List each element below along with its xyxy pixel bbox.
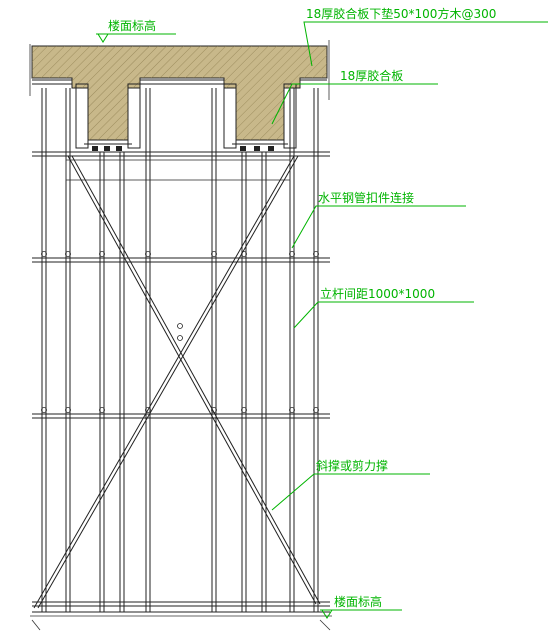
annotation-plywood: 18厚胶合板: [271, 68, 438, 125]
floor-level-bottom-label: 楼面标高: [334, 594, 382, 609]
floor-level-top-label: 楼面标高: [108, 18, 156, 33]
annotation-plywood-with-timber: 18厚胶合板下垫50*100方木@300: [303, 6, 548, 67]
diagonal-braces: [33, 155, 321, 609]
pipe-couplers: [41, 251, 319, 413]
plywood-label: 18厚胶合板: [340, 68, 403, 83]
pole-spacing-label: 立杆间距1000*1000: [320, 286, 435, 301]
plywood-with-timber-label: 18厚胶合板下垫50*100方木@300: [306, 6, 496, 21]
annotation-horizontal-steel-pipe: 水平钢管扣件连接: [291, 190, 466, 249]
annotation-pole-spacing: 立杆间距1000*1000: [293, 286, 474, 329]
diagonal-brace-label: 斜撑或剪力撑: [316, 458, 388, 473]
vertical-poles: [41, 88, 319, 612]
concrete-slab-and-beams: [29, 40, 330, 141]
annotation-floor-level-bottom: 楼面标高: [320, 594, 402, 619]
annotation-floor-level-top: 楼面标高: [96, 18, 176, 43]
horizontal-pipes: [32, 151, 330, 613]
horizontal-steel-pipe-label: 水平钢管扣件连接: [318, 190, 414, 205]
base-supports: [30, 615, 332, 631]
annotation-diagonal-brace: 斜撑或剪力撑: [271, 458, 430, 511]
